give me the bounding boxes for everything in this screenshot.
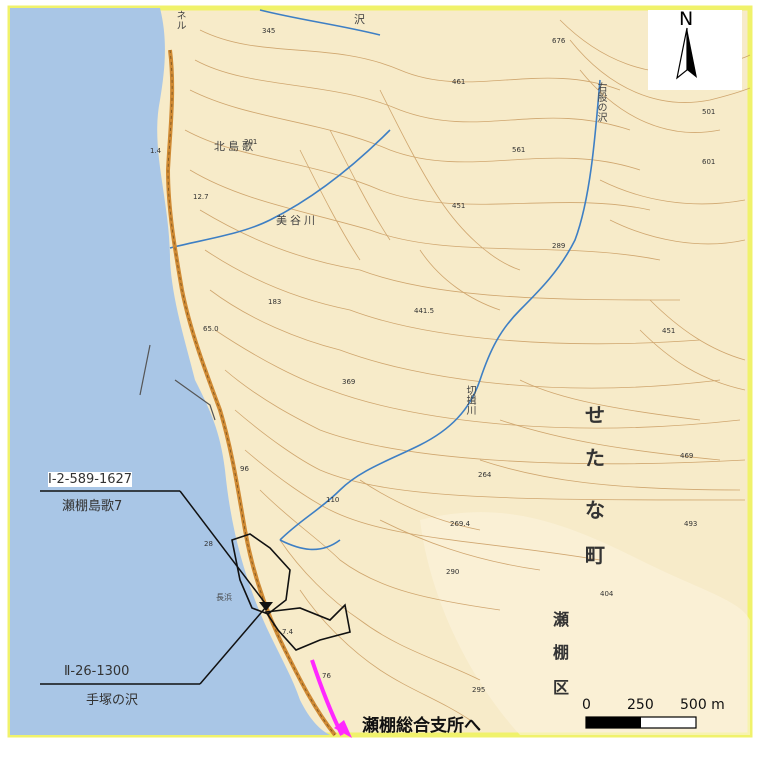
place-tunnel: ネル (174, 10, 185, 30)
elevation-label: 289 (552, 242, 566, 250)
district-char-1: 瀬 (553, 610, 570, 629)
elevation-label: 451 (662, 327, 676, 335)
elevation-label: 290 (446, 568, 460, 576)
elevation-label: 295 (472, 686, 486, 694)
scale-label-0: 0 (582, 697, 591, 713)
place-migimata: 右股の沢 (595, 82, 606, 122)
north-label: N (679, 8, 694, 30)
elevation-label: 269.4 (450, 520, 471, 528)
callout-name-1: 瀬棚島歌7 (62, 499, 123, 514)
callout-leader-2 (199, 606, 267, 685)
north-arrow-box (648, 10, 742, 90)
elevation-label: 264 (478, 471, 492, 479)
elevation-label: 7.4 (282, 628, 294, 636)
river-mouth (279, 539, 341, 551)
elevation-label: 96 (240, 465, 249, 473)
scale-label-250: 250 (627, 697, 654, 713)
place-mitani-river: 美谷川 (276, 214, 318, 227)
elevation-label: 501 (702, 108, 716, 116)
callout-name-2: 手塚の沢 (86, 693, 139, 708)
elevation-label: 76 (322, 672, 331, 680)
elevation-label: 451 (452, 202, 466, 210)
elevation-label: 183 (268, 298, 282, 306)
elevation-label: 469 (680, 452, 694, 460)
site-boundary-1 (231, 533, 291, 615)
elevation-label: 1.4 (150, 147, 162, 155)
town-char-1: せ (585, 403, 605, 427)
elevation-label: 65.0 (203, 325, 219, 333)
elevation-label: 12.7 (193, 193, 209, 201)
place-sawa: 沢 (354, 13, 365, 26)
place-kiriho-river: 切揖川 (464, 385, 475, 415)
callout-leader-1 (179, 490, 266, 604)
elevation-label: 561 (512, 146, 526, 154)
elevation-label: 110 (326, 496, 340, 504)
callout-code-1: Ⅰ-2-589-1627 (48, 472, 133, 487)
elevation-label: 441.5 (414, 307, 435, 315)
site-marker (259, 602, 273, 611)
elevation-label: 404 (600, 590, 614, 598)
river-kirihora (279, 79, 601, 541)
town-char-3: な (585, 498, 605, 522)
elevation-label: 28 (204, 540, 213, 548)
scale-bar-black-segment (586, 717, 641, 728)
lowland-area (420, 512, 750, 735)
district-char-2: 棚 (553, 643, 570, 662)
elevation-label: 601 (702, 158, 716, 166)
rivers (169, 9, 601, 551)
elevation-label: 493 (684, 520, 698, 528)
site-boundary-2 (264, 603, 351, 651)
town-char-2: た (585, 446, 605, 470)
scale-label-500m: 500 m (680, 697, 725, 713)
elevation-label: 369 (342, 378, 356, 386)
direction-arrowhead (334, 720, 352, 738)
elevation-label: 345 (262, 27, 276, 35)
callout-code-2: Ⅱ-26-1300 (64, 664, 130, 679)
breakwaters (139, 344, 216, 421)
north-arrow-right (687, 28, 697, 78)
elevation-label: 676 (552, 37, 566, 45)
road-centerline (167, 49, 336, 736)
elevation-label: 461 (452, 78, 466, 86)
elevation-label: 201 (244, 138, 258, 146)
place-nagahama: 長浜 (216, 593, 232, 602)
river-mitani (169, 129, 391, 249)
river-north (259, 9, 381, 36)
district-char-3: 区 (553, 678, 570, 697)
town-char-4: 町 (585, 543, 605, 567)
place-kitautoshita: 北島歌 (214, 140, 256, 153)
sea-area (10, 8, 330, 735)
destination-label: 瀬棚総合支所へ (362, 716, 481, 736)
contour-lines (184, 19, 751, 721)
